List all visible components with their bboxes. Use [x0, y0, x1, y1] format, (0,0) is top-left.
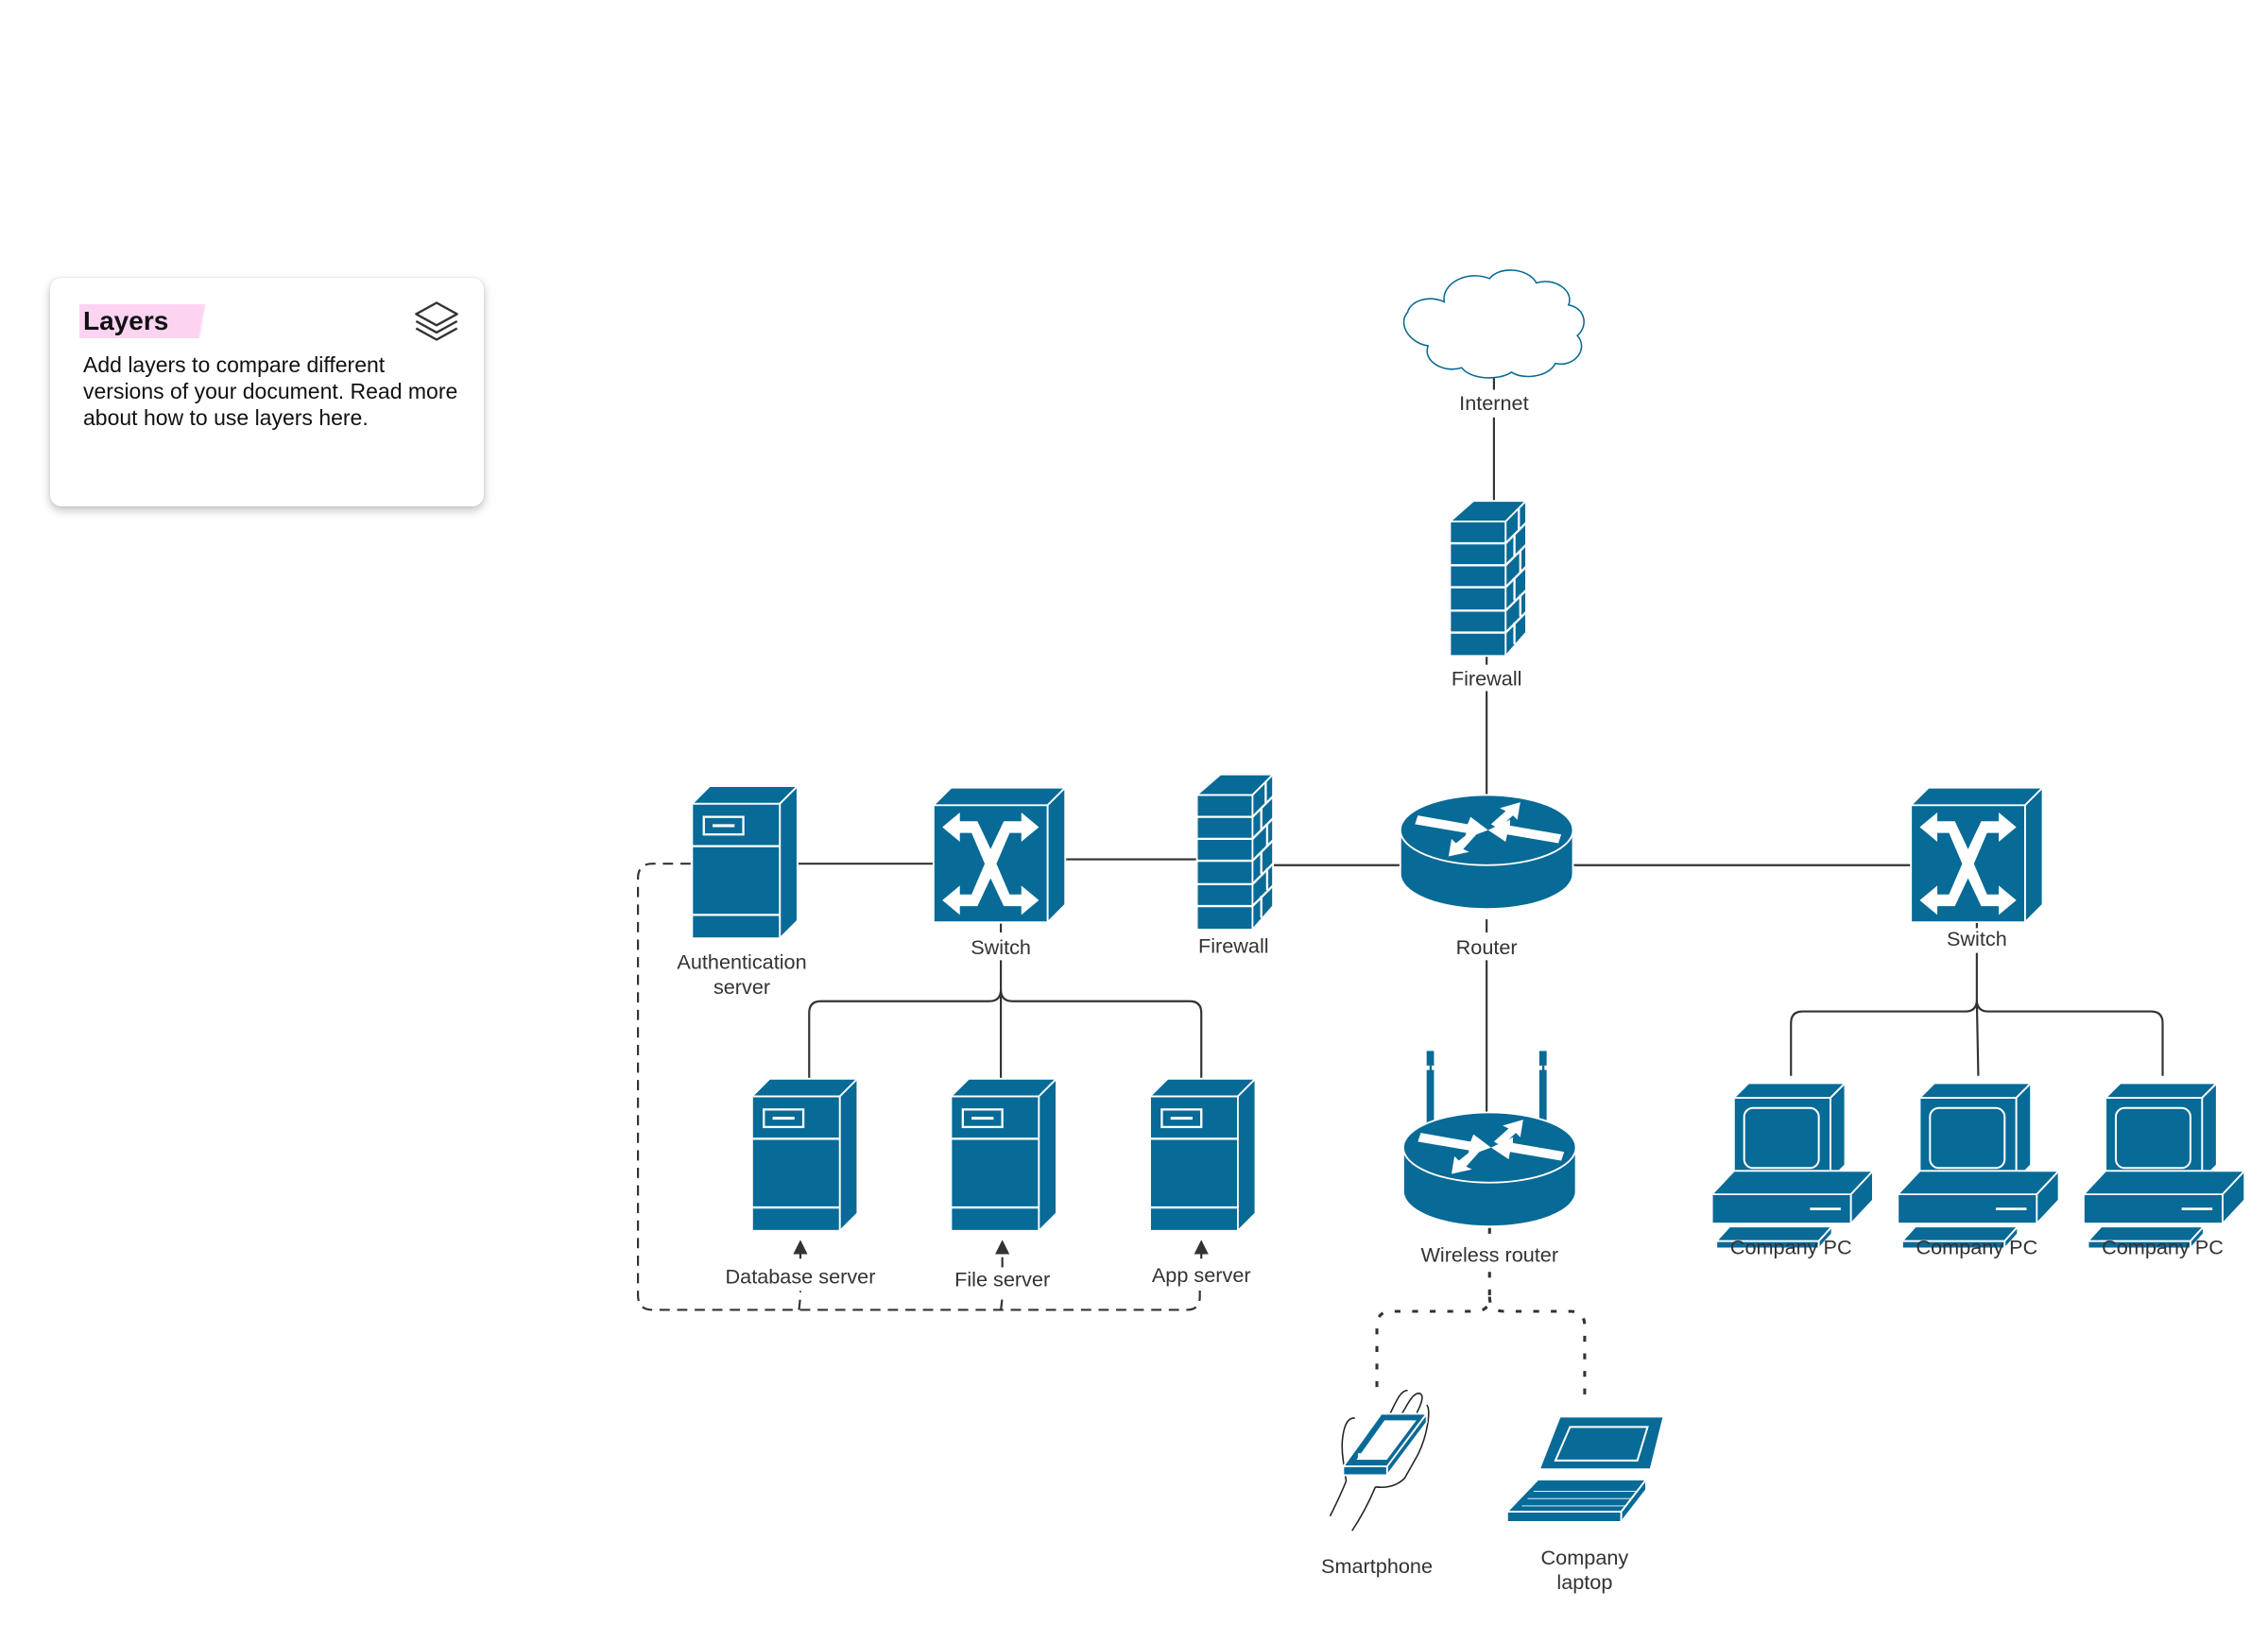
- node-company-pc-2[interactable]: Company PC: [1896, 1082, 2060, 1259]
- node-app-server[interactable]: App server: [1148, 1077, 1258, 1287]
- cloud-icon: [1402, 269, 1585, 379]
- link-switch-server-tree: [808, 923, 1203, 1081]
- server-icon: [750, 1077, 859, 1233]
- switch-icon: [1910, 786, 2044, 924]
- node-switch-left[interactable]: Switch: [932, 786, 1067, 960]
- label-internet: Internet: [1459, 391, 1528, 415]
- switch-icon: [932, 786, 1067, 924]
- firewall-icon: [1449, 500, 1528, 658]
- server-icon: [1148, 1077, 1258, 1233]
- link-wireless-devices: [1375, 1227, 1587, 1398]
- pc-icon: [1710, 1082, 1875, 1250]
- label-router: Router: [1456, 935, 1518, 959]
- wireless-router-icon: [1401, 1111, 1577, 1228]
- label-database-server: Database server: [726, 1265, 876, 1289]
- node-company-pc-3[interactable]: Company PC: [2082, 1082, 2246, 1259]
- node-firewall-top[interactable]: Firewall: [1449, 500, 1528, 690]
- layers-panel-description: Add layers to compare different versions…: [83, 352, 458, 430]
- node-auth-server[interactable]: Authentication server: [677, 784, 807, 999]
- node-smartphone[interactable]: Smartphone: [1321, 1389, 1433, 1579]
- label-company-pc-2: Company PC: [1916, 1236, 2037, 1259]
- server-icon: [690, 784, 799, 940]
- node-firewall-left[interactable]: Firewall: [1195, 773, 1275, 958]
- label-smartphone: Smartphone: [1321, 1554, 1433, 1578]
- node-wireless-router[interactable]: Wireless router: [1401, 1051, 1577, 1266]
- label-auth-server-line1: Authentication: [677, 950, 806, 974]
- router-icon: [1399, 794, 1574, 911]
- node-database-server[interactable]: Database server: [726, 1077, 876, 1289]
- link-switch-pc-tree: [1790, 922, 2164, 1076]
- laptop-icon: [1505, 1415, 1665, 1523]
- node-switch-right[interactable]: Switch: [1910, 786, 2044, 950]
- label-company-laptop-line2: laptop: [1556, 1570, 1612, 1594]
- label-firewall-top: Firewall: [1452, 666, 1522, 690]
- smartphone-hand-icon: [1329, 1389, 1430, 1531]
- firewall-icon: [1195, 773, 1275, 932]
- label-app-server: App server: [1152, 1263, 1251, 1287]
- node-company-laptop[interactable]: Company laptop: [1505, 1415, 1665, 1594]
- layers-panel: Layers Add layers to compare different v…: [50, 278, 484, 506]
- pc-icon: [1896, 1082, 2060, 1250]
- layers-panel-title: Layers: [79, 304, 207, 338]
- label-switch-left: Switch: [971, 935, 1031, 959]
- pc-icon: [2082, 1082, 2246, 1250]
- antenna-icon: [1426, 1051, 1547, 1129]
- node-internet[interactable]: Internet: [1402, 269, 1585, 415]
- label-auth-server-line2: server: [713, 975, 770, 999]
- label-switch-right: Switch: [1947, 927, 2007, 950]
- label-firewall-left: Firewall: [1198, 934, 1269, 958]
- layers-icon[interactable]: [412, 297, 461, 346]
- label-company-pc-3: Company PC: [2102, 1236, 2224, 1259]
- label-file-server: File server: [954, 1268, 1050, 1291]
- node-router[interactable]: Router: [1399, 794, 1574, 959]
- node-company-pc-1[interactable]: Company PC: [1710, 1082, 1875, 1259]
- server-icon: [949, 1077, 1058, 1233]
- label-company-pc-1: Company PC: [1730, 1236, 1852, 1259]
- label-wireless-router: Wireless router: [1420, 1242, 1558, 1266]
- label-company-laptop-line1: Company: [1541, 1546, 1629, 1569]
- connectors: [637, 378, 2164, 1398]
- node-file-server[interactable]: File server: [949, 1077, 1058, 1291]
